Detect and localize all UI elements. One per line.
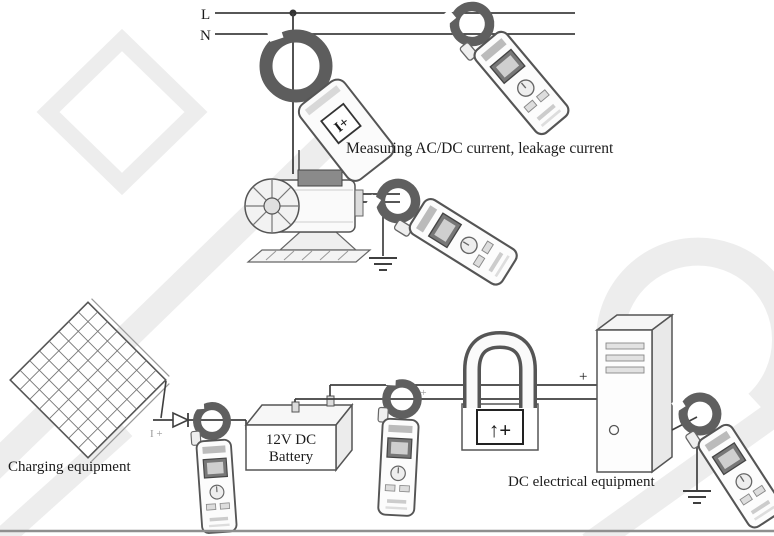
battery-terminal-2 xyxy=(326,395,335,407)
clamp-meter-charging xyxy=(189,398,237,534)
ground-symbol-2 xyxy=(682,490,712,504)
clamp-meter-top-right xyxy=(436,0,572,141)
battery: 12V DC Battery xyxy=(244,395,354,473)
caption-top: Measuring AC/DC current, leakage current xyxy=(346,140,614,157)
clamp-symbol-large-label: ↑+ xyxy=(489,418,511,442)
clamp-transducer-large: ↑+ xyxy=(461,330,539,451)
motor xyxy=(244,169,372,263)
computer-tower xyxy=(594,313,675,474)
clamp-meter-right xyxy=(666,383,774,534)
dc-bus: I + + xyxy=(294,369,597,402)
line-l-label: L xyxy=(201,7,210,23)
clamp-meter-bus xyxy=(373,375,421,516)
solar-panel xyxy=(9,298,170,462)
ground-symbol-1 xyxy=(368,257,398,271)
tower-slot-3 xyxy=(605,366,645,374)
dc-equipment-label: DC electrical equipment xyxy=(508,474,655,490)
clamp-meter-motor xyxy=(363,170,520,292)
battery-label-2: Battery xyxy=(269,449,314,465)
tower-slot-1 xyxy=(605,342,645,350)
power-button-icon xyxy=(608,424,620,436)
transducer-symbol-box xyxy=(476,409,524,445)
clamp-meter-large: I+ xyxy=(259,26,395,182)
plus-sign: + xyxy=(579,369,587,385)
diode-icon xyxy=(172,411,190,429)
line-n-label: N xyxy=(200,28,211,44)
battery-terminal-1 xyxy=(291,401,300,413)
motor-top-slot xyxy=(297,169,343,187)
clamp-symbol-box xyxy=(320,102,362,145)
current-label-left: I + xyxy=(150,428,163,440)
charging-equipment-label: Charging equipment xyxy=(8,459,131,475)
tower-slot-2 xyxy=(605,354,645,362)
battery-label-1: 12V DC xyxy=(266,432,316,448)
